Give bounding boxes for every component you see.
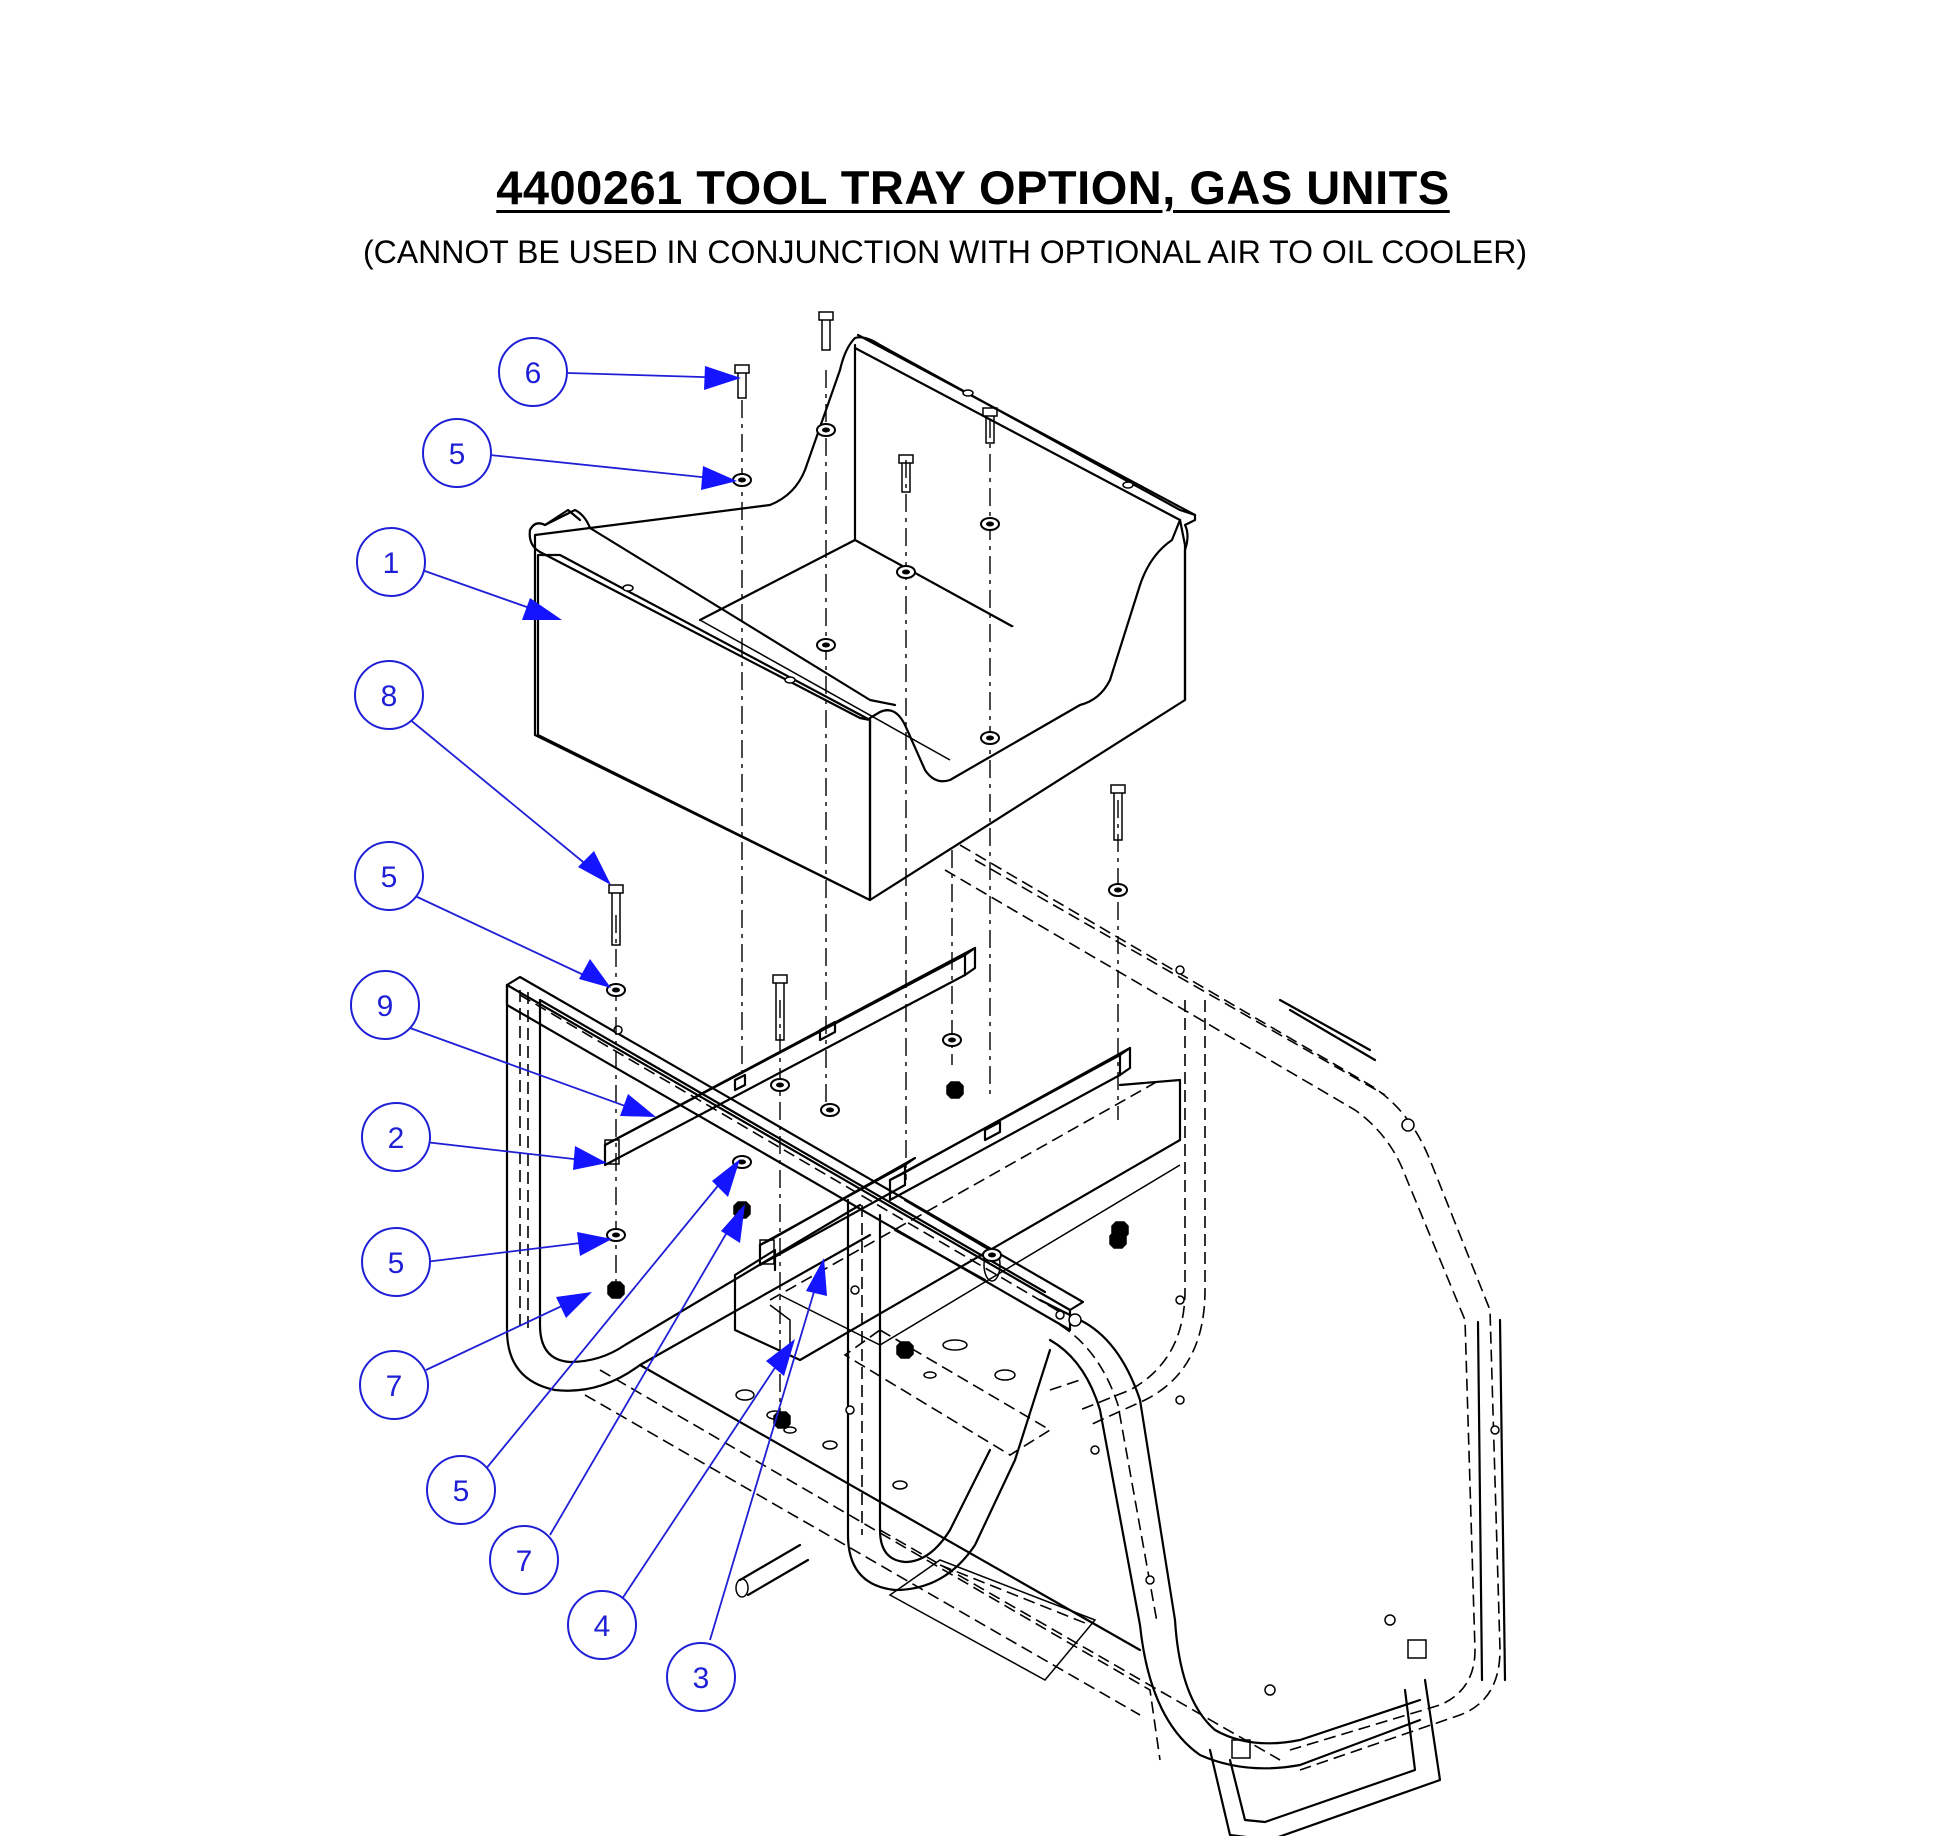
- callout-bubble-c5b: 5: [354, 841, 424, 911]
- bolt-6-top: [734, 364, 750, 399]
- callout-number: 5: [381, 861, 398, 894]
- washer-hole: [986, 735, 994, 741]
- callout-bubbles: 6 5 1 8 5 9 2 5 7 5 7 4 3: [350, 337, 736, 1712]
- callout-number: 3: [693, 1662, 710, 1695]
- callouts: 6 5 1 8 5 9 2 5 7 5 7 4 3: [350, 337, 827, 1712]
- callout-number: 6: [525, 357, 542, 390]
- callout-leaders: [407, 372, 823, 1641]
- hardware-washers-nuts: [606, 423, 1129, 1429]
- diagram-subtitle: (CANNOT BE USED IN CONJUNCTION WITH OPTI…: [363, 234, 1527, 270]
- callout-bubble-c1: 1: [356, 527, 426, 597]
- callout-circle: [356, 527, 426, 597]
- callout-circle: [361, 1102, 431, 1172]
- washer-hole: [822, 427, 830, 433]
- callout-bubble-c7b: 7: [489, 1525, 559, 1595]
- washer-hole: [612, 987, 620, 993]
- nut: [773, 1411, 791, 1429]
- bolt-right-frame: [1110, 784, 1126, 841]
- washer-hole: [1114, 887, 1122, 893]
- washer-hole: [776, 1082, 784, 1088]
- callout-circle: [361, 1227, 431, 1297]
- washer-hole: [988, 1252, 996, 1258]
- callout-number: 8: [381, 680, 398, 713]
- washer-hole: [738, 477, 746, 483]
- washer-hole: [822, 642, 830, 648]
- callout-number: 2: [388, 1122, 405, 1155]
- callout-bubble-c8: 8: [354, 660, 424, 730]
- callout-circle: [354, 660, 424, 730]
- nut: [946, 1081, 964, 1099]
- callout-bubble-c2: 2: [361, 1102, 431, 1172]
- nut: [1109, 1231, 1127, 1249]
- callout-circle: [498, 337, 568, 407]
- callout-number: 5: [449, 438, 466, 471]
- bolt-top-center: [818, 311, 834, 351]
- callout-bubble-c5d: 5: [426, 1455, 496, 1525]
- bolt-top-right: [982, 407, 998, 444]
- diagram-title: 4400261 TOOL TRAY OPTION, GAS UNITS: [496, 161, 1450, 214]
- callout-circle: [489, 1525, 559, 1595]
- frame-assembly: [505, 844, 1507, 1836]
- callout-number: 5: [388, 1247, 405, 1280]
- callout-bubble-c5c: 5: [361, 1227, 431, 1297]
- callout-circle: [567, 1590, 637, 1660]
- callout-circle: [422, 418, 492, 488]
- callout-bubble-c4: 4: [567, 1590, 637, 1660]
- callout-bubble-c9: 9: [350, 970, 420, 1040]
- callout-number: 7: [386, 1370, 403, 1403]
- callout-number: 7: [516, 1545, 533, 1578]
- washer-hole: [738, 1159, 746, 1165]
- callout-bubble-c5a: 5: [422, 418, 492, 488]
- callout-circle: [666, 1642, 736, 1712]
- hardware-bolts: [608, 311, 1126, 1041]
- callout-number: 5: [453, 1475, 470, 1508]
- callout-circle: [350, 970, 420, 1040]
- nut: [607, 1281, 625, 1299]
- callout-bubble-c7a: 7: [359, 1350, 429, 1420]
- washer-hole: [612, 1232, 620, 1238]
- tool-tray: [528, 333, 1197, 902]
- washer-hole: [826, 1107, 834, 1113]
- bolt-8-left: [608, 884, 624, 946]
- callout-bubble-c6a: 6: [498, 337, 568, 407]
- bolt-lower-center: [772, 974, 788, 1041]
- callout-circle: [354, 841, 424, 911]
- callout-arrowheads: [522, 366, 827, 1376]
- callout-number: 9: [377, 990, 394, 1023]
- nut: [896, 1341, 914, 1359]
- mount-brackets: [603, 946, 1182, 1362]
- callout-number: 1: [383, 547, 400, 580]
- bolt-mid-center: [898, 454, 914, 493]
- washer-hole: [948, 1037, 956, 1043]
- callout-number: 4: [594, 1610, 611, 1643]
- callout-circle: [426, 1455, 496, 1525]
- callout-bubble-c3: 3: [666, 1642, 736, 1712]
- washer-hole: [902, 569, 910, 575]
- washer-hole: [986, 521, 994, 527]
- callout-circle: [359, 1350, 429, 1420]
